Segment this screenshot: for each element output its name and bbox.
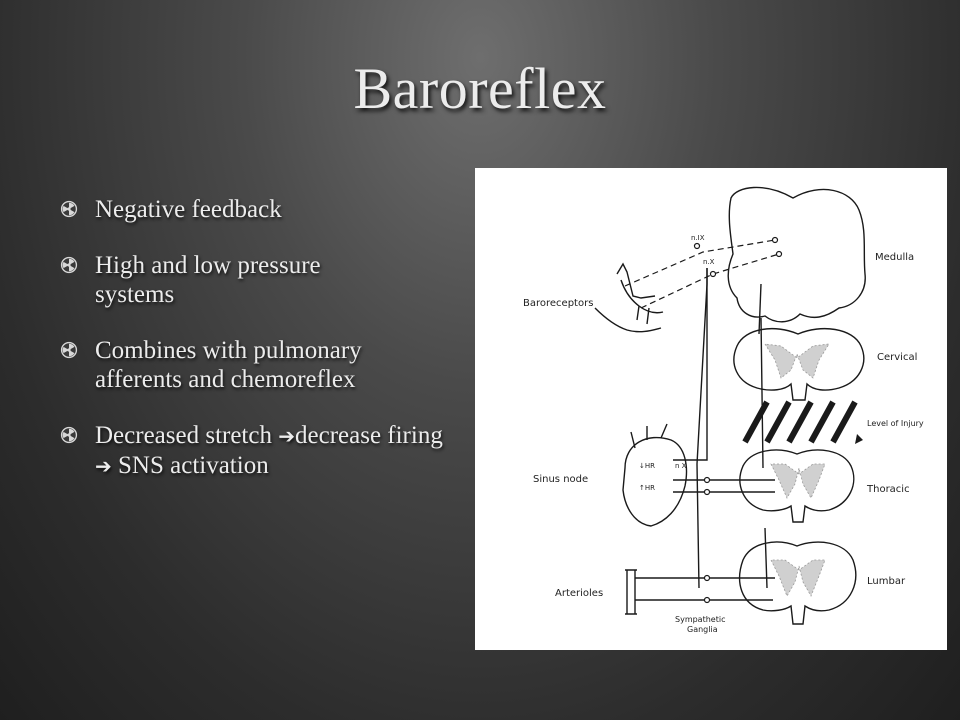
baroreceptors-label: Baroreceptors: [523, 298, 593, 309]
baroreflex-diagram-svg: Medulla Cervical Level of Injury Thoraci…: [523, 186, 924, 634]
bullet-text: Negative feedback: [95, 196, 282, 223]
n-x-heart-label: n X: [675, 462, 687, 470]
lumbar-label: Lumbar: [867, 576, 906, 587]
slide-title: Baroreflex: [353, 56, 607, 121]
sinus-node-label: Sinus node: [533, 474, 588, 485]
lumbar-cord-section: [739, 541, 857, 625]
bullet-item: Decreased stretch ➔decrease firing ➔ SNS…: [60, 421, 460, 481]
bullet-text: Decreased stretch ➔decrease firing ➔ SNS…: [95, 421, 460, 481]
arrow-icon: ➔: [95, 454, 112, 478]
bullet-text: High and low pressure systems: [95, 252, 321, 308]
radiation-bullet-icon: [60, 341, 78, 359]
bullet-list: Negative feedback High and low pressure …: [60, 195, 460, 508]
bullet-text-part: decrease firing: [295, 422, 443, 449]
medulla-shape: [727, 186, 866, 323]
bullet-item: High and low pressure systems: [60, 251, 460, 309]
n-ix-label: n.IX: [691, 234, 705, 242]
level-of-injury-label: Level of Injury: [867, 419, 924, 428]
bullet-text-part: Decreased stretch: [95, 422, 279, 449]
cervical-cord-section: [733, 327, 865, 401]
sympathetic-ganglia-label: Ganglia: [687, 625, 718, 634]
n-x-label: n.X: [703, 258, 715, 266]
bullet-item: Combines with pulmonary afferents and ch…: [60, 336, 460, 394]
arrow-icon: ➔: [278, 424, 295, 448]
arteriole-vessel: [625, 569, 637, 615]
thoracic-cord-section: [739, 449, 855, 523]
bullet-text-part: SNS activation: [111, 452, 269, 479]
heart-shape: [622, 423, 688, 527]
arterioles-label: Arterioles: [555, 588, 603, 599]
up-hr-label: ↑HR: [639, 484, 655, 492]
bullet-text: Combines with pulmonary afferents and ch…: [95, 337, 362, 393]
sympathetic-ganglia-label: Sympathetic: [675, 615, 725, 624]
level-of-injury-hatch: [742, 400, 858, 444]
down-hr-label: ↓HR: [639, 462, 655, 470]
bullet-item: Negative feedback: [60, 195, 460, 224]
radiation-bullet-icon: [60, 200, 78, 218]
radiation-bullet-icon: [60, 256, 78, 274]
baroreflex-diagram: Medulla Cervical Level of Injury Thoraci…: [475, 168, 947, 650]
thoracic-label: Thoracic: [866, 484, 910, 495]
medulla-label: Medulla: [875, 252, 914, 263]
radiation-bullet-icon: [60, 426, 78, 444]
cervical-label: Cervical: [877, 352, 917, 363]
